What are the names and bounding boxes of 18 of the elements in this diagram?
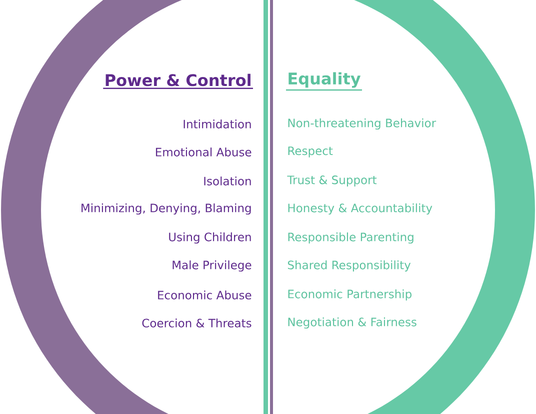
list-item: Economic Abuse [158, 290, 252, 300]
list-item: Non-threatening Behavior [288, 118, 436, 130]
list-item: Responsible Parenting [288, 232, 414, 244]
list-item: Negotiation & Fairness [288, 317, 416, 329]
list-item: Respect [288, 146, 333, 158]
heading: Power & Control [103, 74, 253, 89]
list-item: Using Children [169, 232, 251, 244]
list-item: Male Privilege [172, 260, 252, 272]
list-item: Shared Responsibility [288, 260, 411, 272]
list-item: Coercion & Threats [142, 318, 252, 328]
list-item: Minimizing, Denying, Blaming [82, 203, 251, 215]
list-item: Emotional Abuse [156, 148, 252, 156]
list-item: Intimidation [184, 120, 251, 128]
heading: Equality [286, 72, 362, 91]
list-item: Isolation [204, 176, 251, 186]
list-item: Economic Partnership [288, 289, 412, 301]
list-item: Honesty & Accountability [288, 203, 432, 215]
list-item: Trust & Support [287, 176, 377, 186]
